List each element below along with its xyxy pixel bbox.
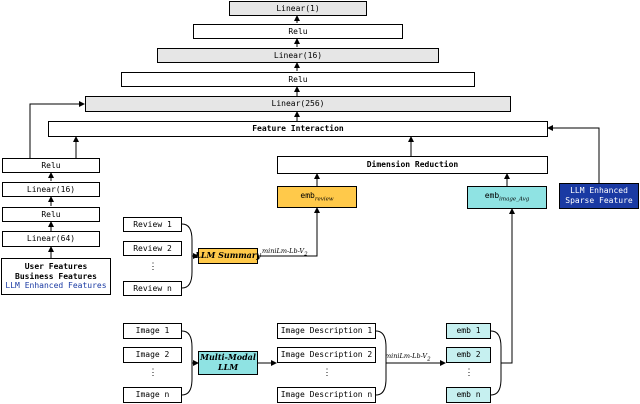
sparse-feature-line2: Sparse Feature xyxy=(565,196,633,205)
minilm-label-top: miniLm-Lb-V2 xyxy=(262,247,308,258)
left-relu-bottom: Relu xyxy=(2,207,100,222)
multimodal-llm-block: Multi-Modal LLM xyxy=(198,351,258,375)
left-linear16: Linear(16) xyxy=(2,182,100,197)
emb-bracket xyxy=(490,330,502,396)
linear1-block: Linear(1) xyxy=(229,1,367,16)
linear16-block: Linear(16) xyxy=(157,48,439,63)
dimension-reduction-block: Dimension Reduction xyxy=(277,156,548,174)
review-ellipsis: ⋮ xyxy=(148,262,158,272)
sparse-feature-block: LLM Enhanced Sparse Feature xyxy=(559,183,639,209)
image-description-1-block: Image Description 1 xyxy=(277,323,376,339)
minilm-label-bottom: miniLm-Lb-V2 xyxy=(385,352,431,363)
linear256-block: Linear(256) xyxy=(85,96,511,112)
sparse-feature-line1: LLM Enhanced xyxy=(570,186,628,196)
emb-image-avg-block: embimage_Avg xyxy=(467,186,547,209)
llm-summary-block: LLM Summary xyxy=(195,248,261,264)
image-n-block: Image n xyxy=(123,387,182,403)
emb-review-block: embreview xyxy=(277,186,357,208)
emb-ellipsis: ⋮ xyxy=(464,368,474,378)
multimodal-llm-line2: LLM xyxy=(217,362,239,372)
relu-block-upper: Relu xyxy=(193,24,403,39)
user-features-line1: User Features xyxy=(24,262,88,272)
user-features-line3: LLM Enhanced Features xyxy=(5,281,107,291)
user-features-line2: Business Features xyxy=(15,271,97,281)
left-linear64: Linear(64) xyxy=(2,231,100,247)
arrow-embs-to-embimg xyxy=(501,208,515,364)
emb-1-block: emb 1 xyxy=(446,323,491,339)
multimodal-llm-line1: Multi-Modal xyxy=(200,352,256,363)
emb-2-block: emb 2 xyxy=(446,347,491,363)
emb-image-avg-label: embimage_Avg xyxy=(484,191,530,203)
review-bracket xyxy=(181,223,193,289)
arrow-summary-to-embreview xyxy=(258,207,320,257)
image-ellipsis: ⋮ xyxy=(148,368,158,378)
arrow-relu-to-linear256 xyxy=(29,101,85,158)
emb-review-label: embreview xyxy=(300,190,334,203)
relu-block-lower: Relu xyxy=(121,72,475,87)
image-2-block: Image 2 xyxy=(123,347,182,363)
image-description-2-block: Image Description 2 xyxy=(277,347,376,363)
review-n-block: Review n xyxy=(123,281,182,296)
desc-bracket xyxy=(375,330,387,396)
desc-ellipsis: ⋮ xyxy=(322,368,332,378)
review-2-block: Review 2 xyxy=(123,241,182,256)
image-description-n-block: Image Description n xyxy=(277,387,376,403)
feature-interaction-block: Feature Interaction xyxy=(48,121,548,137)
image-1-block: Image 1 xyxy=(123,323,182,339)
arrow-sparse-to-fi xyxy=(547,125,600,183)
user-features-block: User Features Business Features LLM Enha… xyxy=(1,258,111,295)
left-relu-top: Relu xyxy=(2,158,100,173)
review-1-block: Review 1 xyxy=(123,217,182,232)
emb-n-block: emb n xyxy=(446,387,491,403)
image-bracket xyxy=(181,330,193,396)
